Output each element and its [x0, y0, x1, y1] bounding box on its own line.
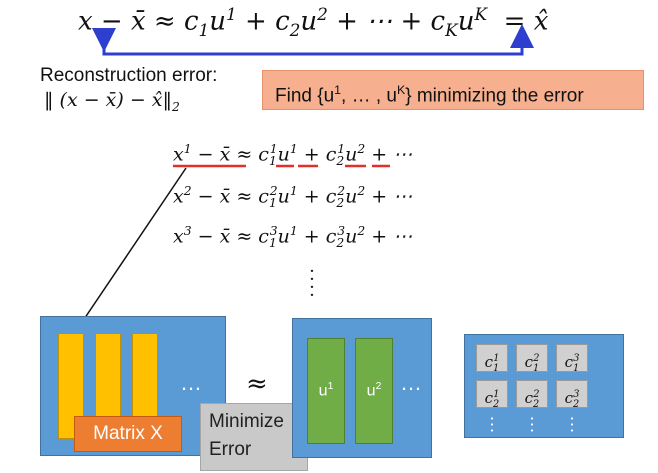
coef-cell: c13 [556, 344, 588, 374]
reconstruction-title: Reconstruction error: [40, 65, 218, 86]
coef-vdots: ··· [569, 409, 575, 440]
find-box: Find {u1, … , uK} minimizing the error [262, 70, 644, 110]
u-column: u1 [307, 338, 345, 444]
coef-vdots: ··· [529, 409, 535, 440]
column-arrow [68, 167, 187, 342]
equation-row: x1 − x̄ ≈ c11u1 + c21u2 + ⋯ [173, 142, 413, 169]
minimize-error-label: Minimize Error [200, 403, 308, 471]
vertical-ellipsis: ···· [309, 261, 315, 306]
coef-vdots: ··· [489, 409, 495, 440]
approx-symbol: ≈ [246, 369, 268, 399]
matrix-x-label: Matrix X [74, 416, 182, 452]
coef-cell: c23 [556, 380, 588, 410]
coef-cell: c11 [476, 344, 508, 374]
u-column: u2 [355, 338, 393, 444]
reconstruction-formula: ‖ (x − x̄) − x̂‖2 [44, 89, 180, 114]
u-ellipsis: … [400, 370, 422, 395]
matrix-ellipsis: … [180, 370, 202, 395]
equation-row: x2 − x̄ ≈ c12u1 + c22u2 + ⋯ [173, 184, 413, 211]
top-eq-xhat: x̂ [533, 6, 549, 37]
coef-cell: c12 [516, 344, 548, 374]
coef-cell: c22 [516, 380, 548, 410]
reconstruction-error: Reconstruction error: ‖ (x − x̄) − x̂‖2 [40, 64, 217, 119]
equation-row: x3 − x̄ ≈ c13u1 + c23u2 + ⋯ [173, 224, 413, 251]
bracket-arrow [92, 24, 534, 56]
coef-cell: c21 [476, 380, 508, 410]
